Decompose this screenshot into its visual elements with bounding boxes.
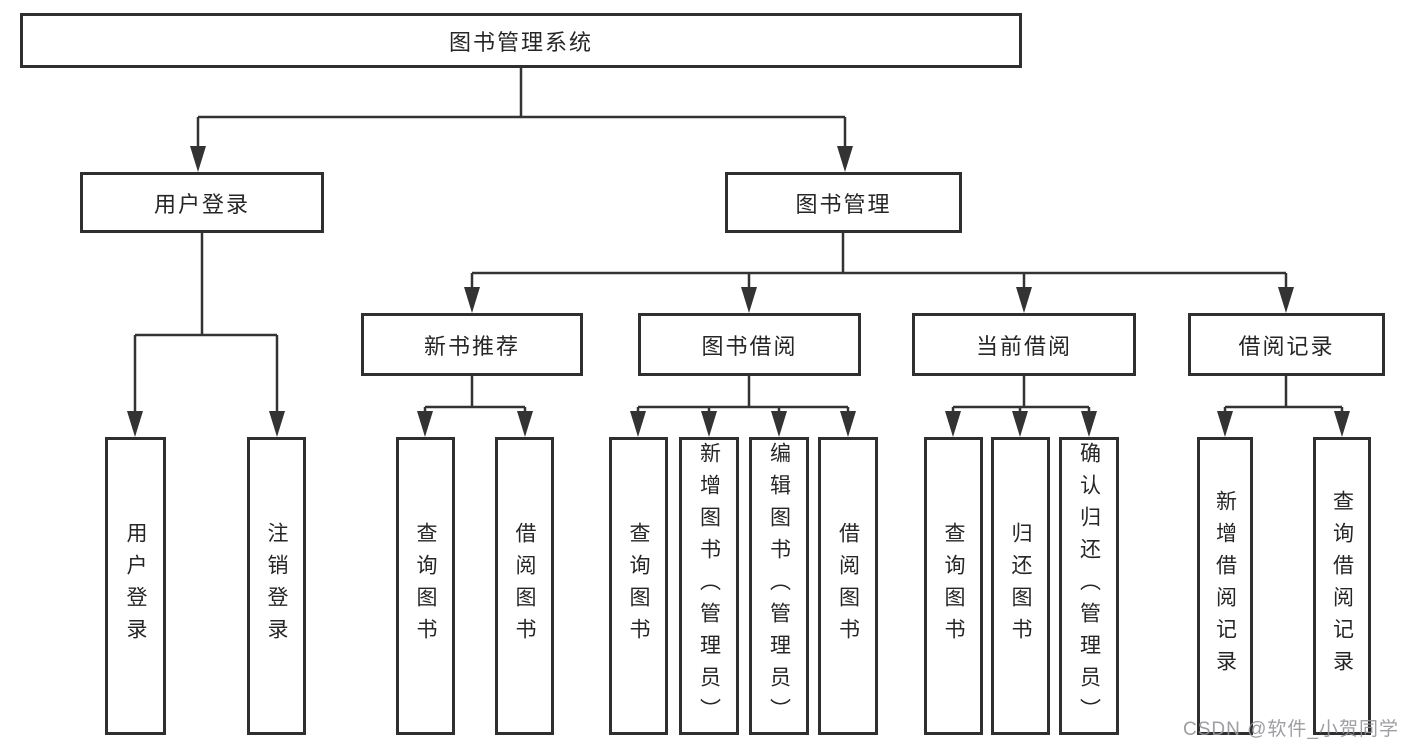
borrow-record-branch-line [1223,376,1344,415]
leaf-query-books-borrow: 查询图书 [609,437,668,735]
arrow-icon [1278,287,1294,313]
arrow-icon [1081,411,1097,437]
leaf-borrow-books-recommend: 借阅图书 [495,437,554,735]
leaf-borrow-books: 借阅图书 [818,437,878,735]
leaf-add-books-admin: 新增图书（管理员） [679,437,739,735]
arrow-icon [464,287,480,313]
arrow-icon [517,411,533,437]
arrow-icon [190,146,206,172]
arrow-icon [1012,411,1028,437]
arrow-icon [127,411,143,437]
node-user-login: 用户登录 [80,172,324,233]
leaf-confirm-return-admin: 确认归还（管理员） [1059,437,1119,735]
current-borrow-branch-line [951,376,1091,415]
arrow-icon [630,411,646,437]
arrow-icon [269,411,285,437]
leaf-query-books-current: 查询图书 [924,437,983,735]
leaf-edit-books-admin: 编辑图书（管理员） [749,437,809,735]
node-book-borrow: 图书借阅 [638,313,861,376]
arrow-icon [741,287,757,313]
arrow-icon [840,411,856,437]
leaf-return-books: 归还图书 [991,437,1050,735]
watermark: CSDN @软件_小贺同学 [1183,719,1399,740]
leaf-add-borrow-record: 新增借阅记录 [1197,437,1253,735]
node-library-system: 图书管理系统 [20,13,1022,68]
leaf-query-borrow-record: 查询借阅记录 [1313,437,1371,735]
user-login-branch-line [133,233,279,415]
node-new-book-recommend: 新书推荐 [361,313,583,376]
book-borrow-branch-line [636,376,850,415]
leaf-query-books-recommend: 查询图书 [396,437,455,735]
arrow-icon [771,411,787,437]
root-branch-line [196,68,847,150]
leaf-user-login: 用户登录 [105,437,166,735]
book-mgmt-branch-line [470,233,1288,291]
new-book-branch-line [423,376,527,415]
node-borrow-records: 借阅记录 [1188,313,1385,376]
arrow-icon [1334,411,1350,437]
leaf-logout: 注销登录 [247,437,306,735]
arrow-icon [701,411,717,437]
arrow-icon [1217,411,1233,437]
arrow-icon [417,411,433,437]
arrow-icon [945,411,961,437]
arrow-icon [1016,287,1032,313]
arrow-icon [837,146,853,172]
node-current-borrow: 当前借阅 [912,313,1136,376]
node-book-management: 图书管理 [725,172,962,233]
arrowheads [127,146,1350,437]
